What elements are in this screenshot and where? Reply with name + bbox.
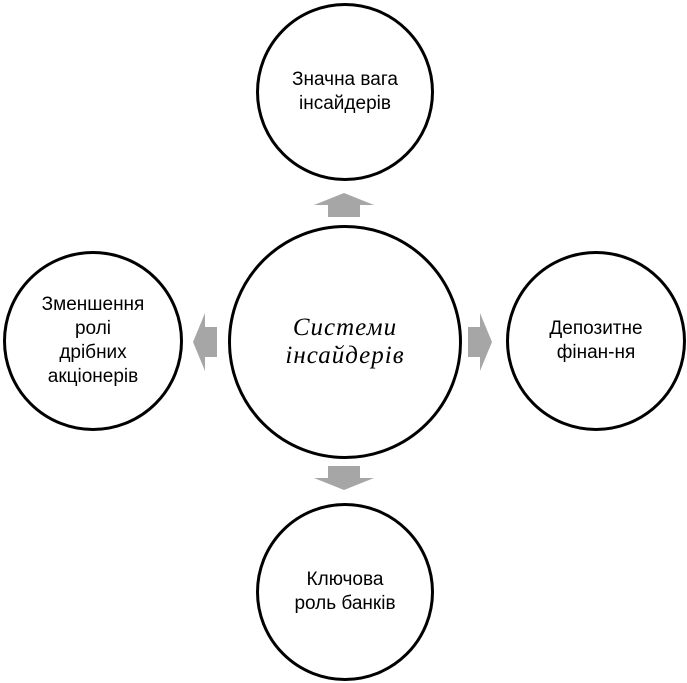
- node-top-label: Значна вага інсайдерів: [292, 69, 398, 114]
- arrow-right-icon: [468, 313, 492, 371]
- node-right-label: Депозитне фінан-ня: [549, 318, 643, 363]
- arrow-down-shape: [314, 466, 374, 490]
- node-right: Депозитне фінан-ня: [506, 251, 686, 431]
- node-bottom-label: Ключова роль банків: [294, 569, 396, 614]
- node-bottom: Ключова роль банків: [256, 503, 434, 681]
- node-top: Значна вага інсайдерів: [256, 3, 434, 181]
- arrow-right-shape: [468, 313, 492, 371]
- arrow-left-icon: [193, 313, 217, 371]
- arrow-down-icon: [314, 466, 374, 490]
- node-left: Зменшення ролі дрібних акціонерів: [3, 251, 183, 431]
- center-node-label: Системи інсайдерів: [285, 314, 405, 369]
- arrow-left-shape: [193, 313, 217, 371]
- node-left-label: Зменшення ролі дрібних акціонерів: [41, 294, 145, 387]
- arrow-up-icon: [314, 193, 374, 217]
- center-node: Системи інсайдерів: [228, 225, 462, 459]
- arrow-up-shape: [314, 193, 374, 217]
